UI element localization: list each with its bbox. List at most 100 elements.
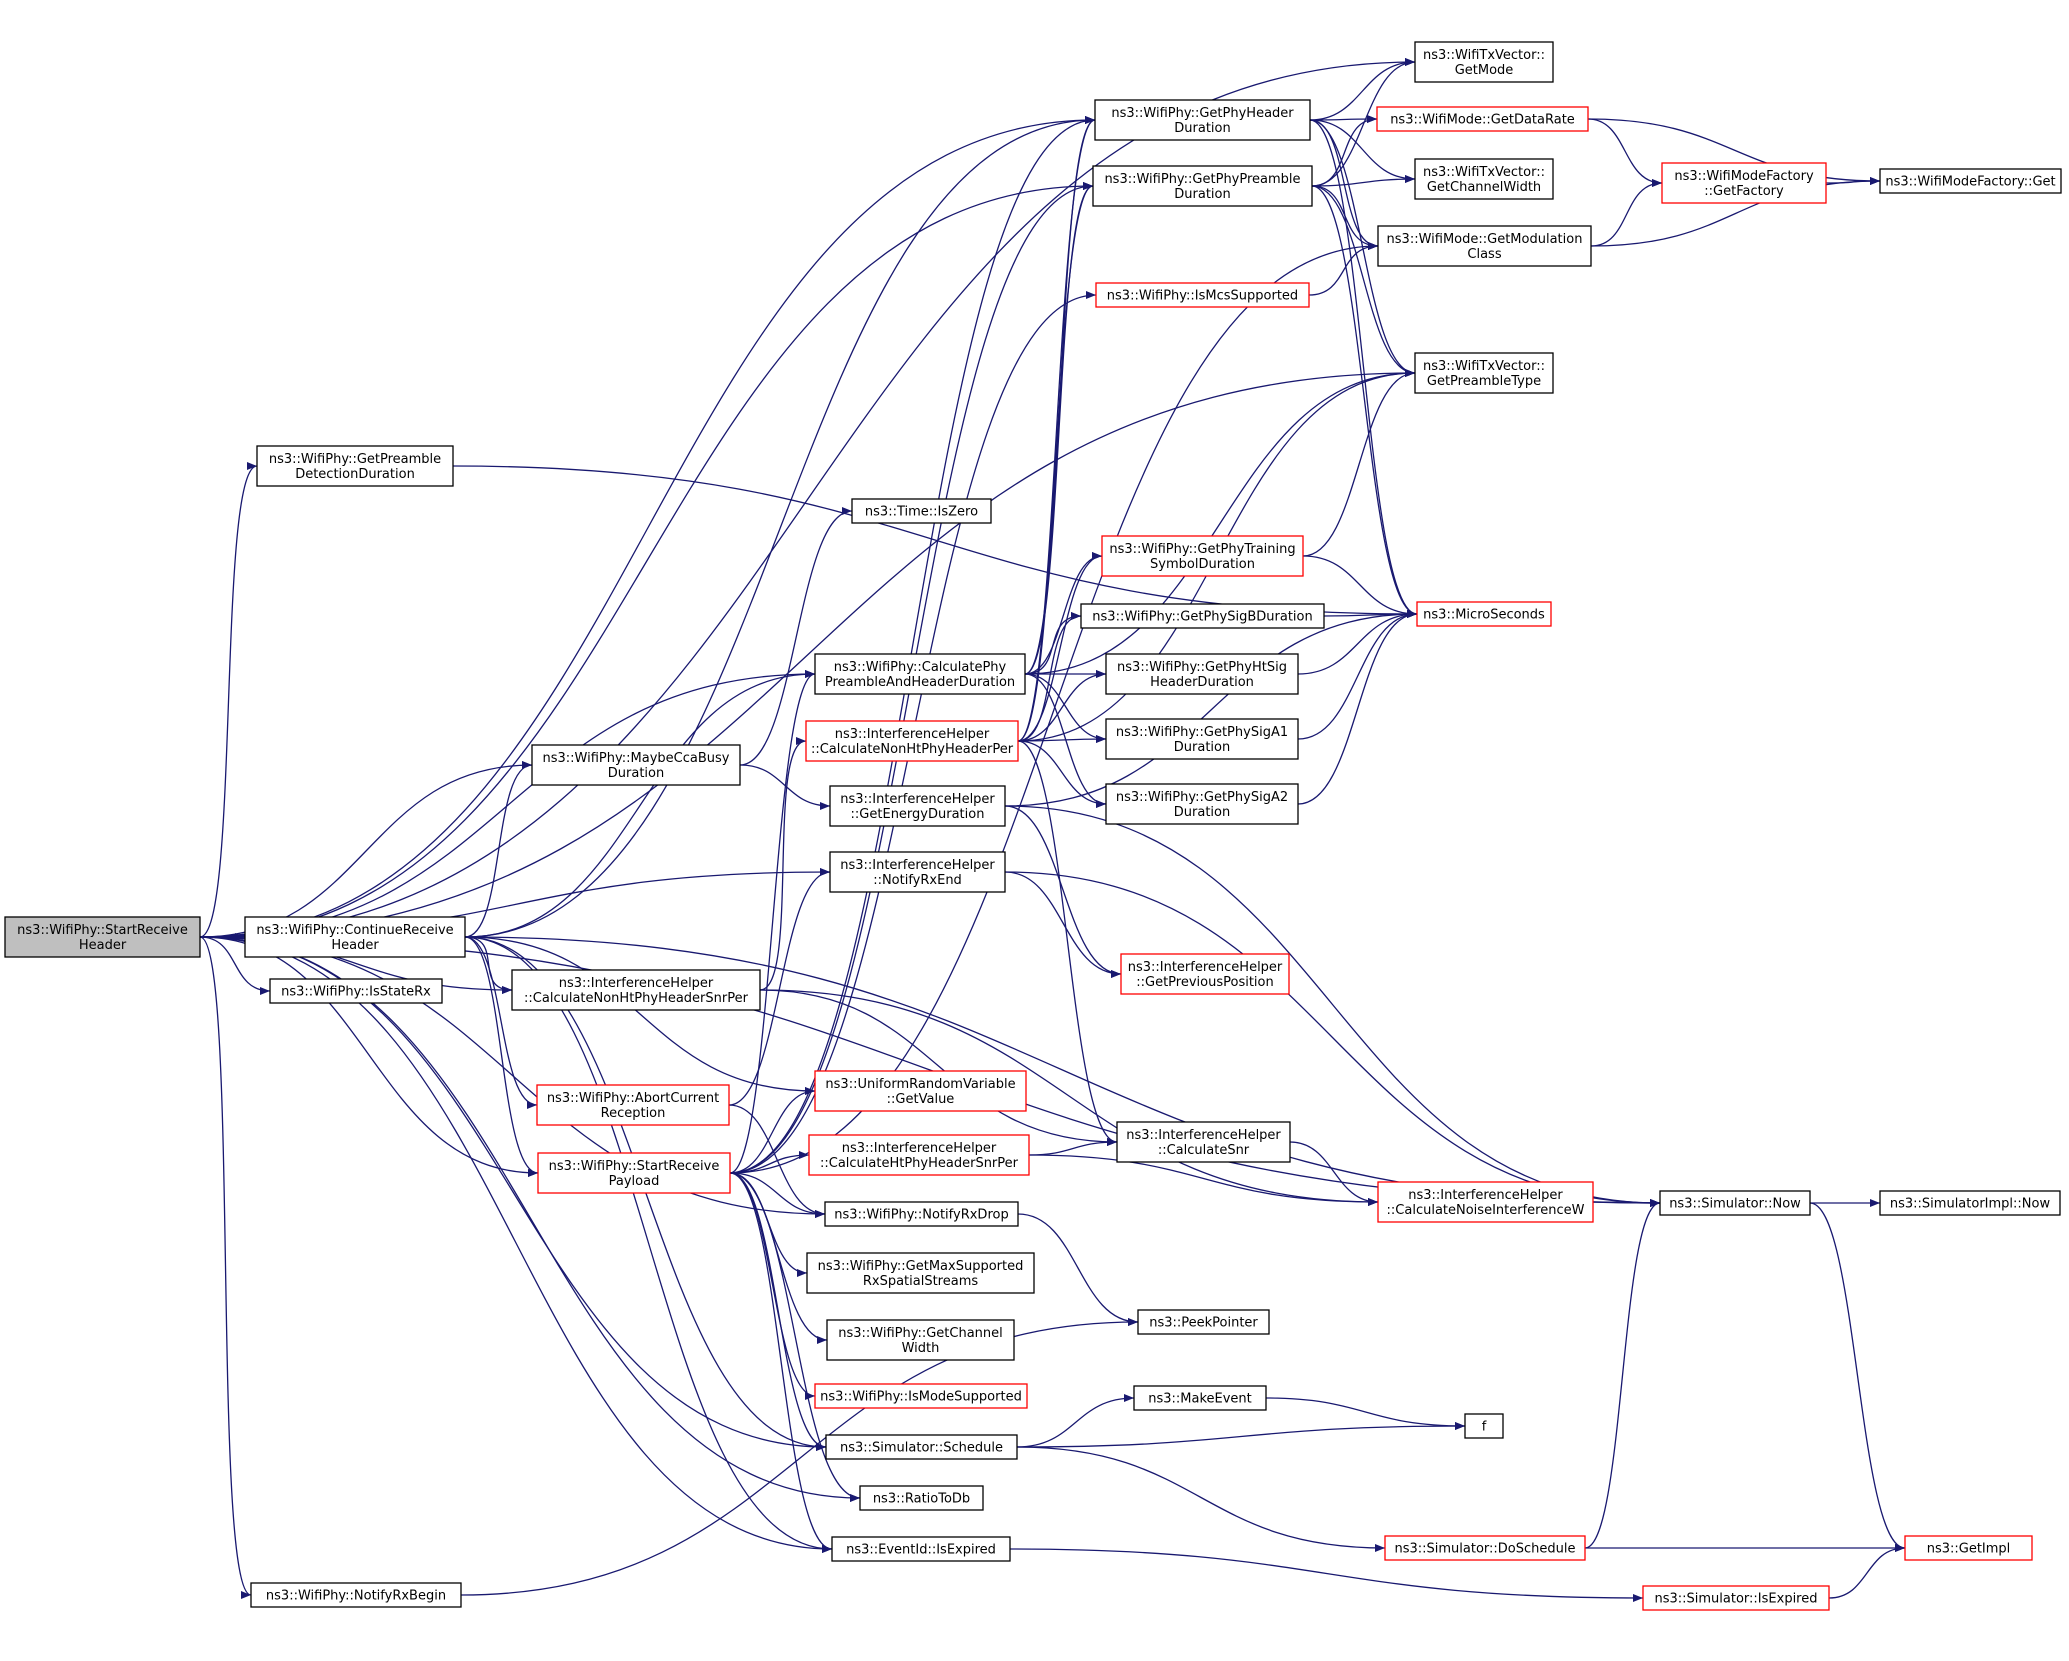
node-calcHtSnr[interactable]: ns3::InterferenceHelper::CalculateHtPhyH…: [808, 1134, 1030, 1176]
node-notifyRxBegin[interactable]: ns3::WifiPhy::NotifyRxBegin: [250, 1582, 462, 1608]
node-box: [1116, 1121, 1291, 1163]
node-label-line: ns3::WifiPhy::AbortCurrent: [547, 1091, 719, 1106]
node-getPrevPos[interactable]: ns3::InterferenceHelper::GetPreviousPosi…: [1120, 953, 1290, 995]
node-txPreType[interactable]: ns3::WifiTxVector::GetPreambleType: [1414, 352, 1554, 394]
node-label-line: Duration: [1174, 187, 1230, 202]
node-label-line: ::CalculateNonHtPhyHeaderSnrPer: [524, 991, 749, 1006]
node-timeIsZero[interactable]: ns3::Time::IsZero: [851, 498, 992, 524]
node-label-line: ::GetEnergyDuration: [851, 807, 985, 822]
edge-calcNonHtSnrPer-to-calcNoise: [759, 989, 1379, 1206]
edge-getPhyPreDur-to-txPreType: [1311, 185, 1416, 377]
node-label-line: Payload: [609, 1174, 660, 1189]
edge-getHtSigHdr-to-microSeconds: [1297, 610, 1418, 675]
edge-calcNonHtPer-to-getPhyPreDur: [1017, 182, 1094, 742]
node-microSeconds[interactable]: ns3::MicroSeconds: [1416, 601, 1552, 627]
node-label-line: ns3::WifiModeFactory: [1674, 169, 1814, 184]
node-box: [4, 916, 201, 958]
node-simIsExpired[interactable]: ns3::Simulator::IsExpired: [1642, 1585, 1830, 1611]
edge-startHdr-to-notifyRxBegin: [199, 936, 252, 1599]
node-isStateRx[interactable]: ns3::WifiPhy::IsStateRx: [269, 978, 443, 1004]
node-label-line: ::GetFactory: [1704, 184, 1784, 199]
node-label-line: ::CalculateNoiseInterferenceW: [1387, 1203, 1585, 1218]
node-label-line: ns3::InterferenceHelper: [1128, 960, 1283, 975]
node-calcNoise[interactable]: ns3::InterferenceHelper::CalculateNoiseI…: [1377, 1181, 1594, 1223]
node-uniformGetValue[interactable]: ns3::UniformRandomVariable::GetValue: [814, 1070, 1027, 1112]
node-label-line: ns3::RatioToDb: [873, 1492, 970, 1507]
edge-maybeCca-to-timeIsZero: [739, 507, 853, 766]
node-box: [1659, 1190, 1811, 1216]
node-modeFactoryGet[interactable]: ns3::WifiModeFactory::Get: [1879, 168, 2062, 194]
node-schedule[interactable]: ns3::Simulator::Schedule: [825, 1434, 1018, 1460]
node-makeEvent[interactable]: ns3::MakeEvent: [1133, 1385, 1267, 1411]
edge-getDataRate-to-modeFactoryGet: [1587, 118, 1881, 185]
edge-calcNonHtSnrPer-to-calcSnr: [759, 989, 1118, 1146]
node-isModeSup[interactable]: ns3::WifiPhy::IsModeSupported: [814, 1383, 1028, 1409]
node-notifyRxEnd[interactable]: ns3::InterferenceHelper::NotifyRxEnd: [829, 851, 1006, 893]
node-ratioToDb[interactable]: ns3::RatioToDb: [859, 1485, 984, 1511]
node-getEnergyDur[interactable]: ns3::InterferenceHelper::GetEnergyDurati…: [829, 785, 1006, 827]
node-label-line: ::CalculateHtPhyHeaderSnrPer: [820, 1156, 1019, 1171]
edge-startHdr-to-calcPhyPreHdr: [199, 670, 816, 938]
node-getPreambleDet[interactable]: ns3::WifiPhy::GetPreambleDetectionDurati…: [256, 445, 454, 487]
node-calcPhyPreHdr[interactable]: ns3::WifiPhy::CalculatePhyPreambleAndHea…: [814, 653, 1026, 695]
node-box: [814, 1070, 1027, 1112]
node-getImpl[interactable]: ns3::GetImpl: [1904, 1535, 2033, 1561]
node-modeFactory[interactable]: ns3::WifiModeFactory::GetFactory: [1661, 162, 1827, 204]
edges-layer: [199, 58, 1906, 1602]
edge-getPhyHdrDur-to-getModClass: [1309, 119, 1379, 250]
node-calcSnr[interactable]: ns3::InterferenceHelper::CalculateSnr: [1116, 1121, 1291, 1163]
node-label-line: Header: [331, 938, 379, 953]
edge-getTrainSym-to-txPreType: [1302, 369, 1416, 557]
node-simNow[interactable]: ns3::Simulator::Now: [1659, 1190, 1811, 1216]
node-box: [1414, 41, 1554, 83]
edge-getSigA1-to-microSeconds: [1297, 610, 1418, 740]
node-getSigBDur[interactable]: ns3::WifiPhy::GetPhySigBDuration: [1080, 603, 1325, 629]
edge-getModClass-to-modeFactoryGet: [1590, 177, 1881, 247]
node-box: [1904, 1535, 2033, 1561]
node-label-line: SymbolDuration: [1150, 557, 1255, 572]
edge-contHdr-to-calcNonHtSnrPer: [464, 936, 513, 994]
node-box: [824, 1201, 1019, 1227]
node-label-line: ns3::Simulator::DoSchedule: [1394, 1542, 1575, 1557]
node-box: [1879, 168, 2062, 194]
node-label-line: GetChannelWidth: [1427, 180, 1541, 195]
node-getDataRate[interactable]: ns3::WifiMode::GetDataRate: [1376, 106, 1589, 132]
node-box: [1095, 282, 1310, 308]
edge-calcNonHtPer-to-calcSnr: [1017, 740, 1118, 1146]
node-notifyRxDrop[interactable]: ns3::WifiPhy::NotifyRxDrop: [824, 1201, 1019, 1227]
node-calcNonHtSnrPer[interactable]: ns3::InterferenceHelper::CalculateNonHtP…: [511, 969, 761, 1011]
node-txChanWidth[interactable]: ns3::WifiTxVector::GetChannelWidth: [1414, 158, 1554, 200]
node-peekPointer[interactable]: ns3::PeekPointer: [1137, 1309, 1270, 1335]
node-isMcsSup[interactable]: ns3::WifiPhy::IsMcsSupported: [1095, 282, 1310, 308]
node-f[interactable]: f: [1464, 1413, 1504, 1439]
edge-startHdr-to-simNow: [199, 936, 1661, 1207]
node-implNow[interactable]: ns3::SimulatorImpl::Now: [1879, 1190, 2061, 1216]
node-label-line: Reception: [601, 1106, 666, 1121]
node-label-line: ns3::WifiPhy::StartReceive: [17, 923, 188, 938]
node-box: [814, 653, 1026, 695]
node-doSchedule[interactable]: ns3::Simulator::DoSchedule: [1384, 1535, 1586, 1561]
edge-makeEvent-to-f: [1265, 1397, 1466, 1430]
node-label-line: f: [1482, 1420, 1487, 1435]
node-box: [1377, 1181, 1594, 1223]
node-eventIsExpired[interactable]: ns3::EventId::IsExpired: [831, 1536, 1011, 1562]
node-getTrainSym[interactable]: ns3::WifiPhy::GetPhyTrainingSymbolDurati…: [1101, 535, 1304, 577]
node-label-line: Header: [79, 938, 127, 953]
node-getChanWidth[interactable]: ns3::WifiPhy::GetChannelWidth: [826, 1319, 1015, 1361]
node-getMaxSupStreams[interactable]: ns3::WifiPhy::GetMaxSupportedRxSpatialSt…: [806, 1252, 1035, 1294]
node-txGetMode[interactable]: ns3::WifiTxVector::GetMode: [1414, 41, 1554, 83]
node-box: [1120, 953, 1290, 995]
node-calcNonHtPer[interactable]: ns3::InterferenceHelper::CalculateNonHtP…: [805, 720, 1019, 762]
edge-abortCur-to-notifyRxDrop: [728, 1104, 826, 1218]
